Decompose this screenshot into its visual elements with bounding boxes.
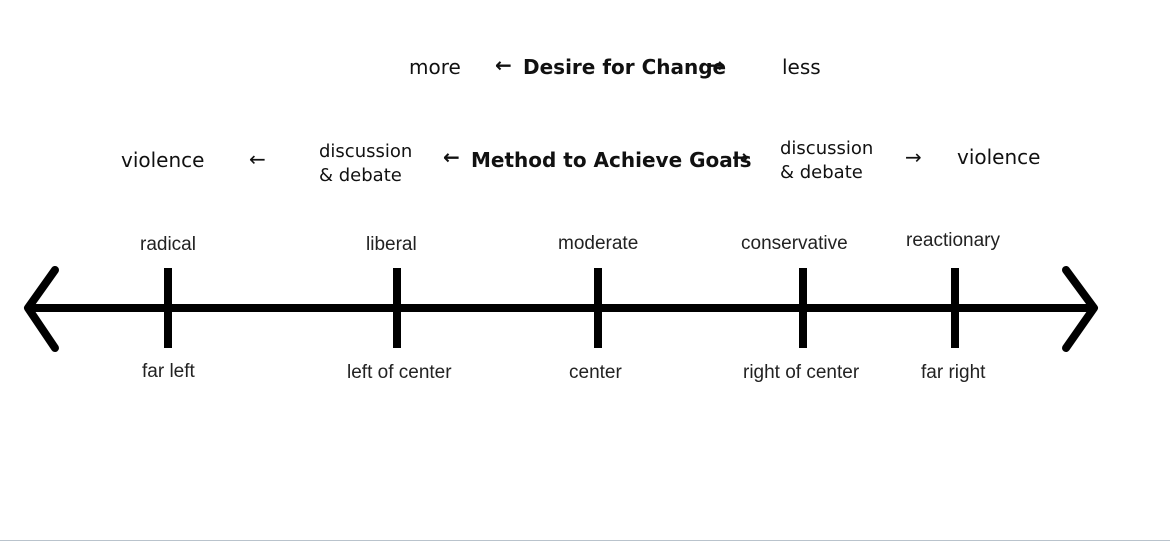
violence-left-label: violence bbox=[121, 148, 205, 172]
label-reactionary: reactionary bbox=[906, 230, 1000, 251]
discussion-left-line2: & debate bbox=[319, 165, 402, 187]
method-to-achieve-goals-title: Method to Achieve Goals bbox=[471, 148, 752, 172]
desire-left-arrow-icon: ← bbox=[495, 53, 512, 77]
right-arrowhead-icon bbox=[1062, 266, 1098, 352]
label-far-right: far right bbox=[921, 362, 986, 383]
violence-right-arrow-icon: → bbox=[905, 145, 922, 169]
discussion-debate-right: discussion & debate bbox=[780, 137, 873, 186]
violence-left-arrow-icon: ← bbox=[249, 147, 266, 171]
discussion-right-line1: discussion bbox=[780, 138, 874, 159]
violence-right-label: violence bbox=[957, 145, 1041, 169]
less-label: less bbox=[782, 55, 821, 79]
method-left-arrow-icon: ← bbox=[443, 145, 460, 169]
more-label: more bbox=[409, 55, 461, 79]
bottom-divider bbox=[0, 540, 1170, 541]
label-far-left: far left bbox=[142, 361, 195, 382]
discussion-right-line2: & debate bbox=[780, 162, 863, 184]
desire-right-arrow-icon: → bbox=[708, 53, 725, 77]
label-left-of-center: left of center bbox=[347, 362, 452, 383]
label-right-of-center: right of center bbox=[743, 362, 860, 383]
label-center: center bbox=[569, 362, 622, 383]
label-conservative: conservative bbox=[741, 233, 848, 254]
left-arrowhead-icon bbox=[24, 266, 59, 352]
label-liberal: liberal bbox=[366, 234, 417, 255]
method-right-arrow-icon: → bbox=[732, 145, 749, 169]
label-moderate: moderate bbox=[558, 233, 639, 254]
desire-for-change-title: Desire for Change bbox=[523, 55, 727, 79]
label-radical: radical bbox=[140, 234, 196, 255]
discussion-left-line1: discussion bbox=[319, 141, 413, 162]
discussion-debate-left: discussion & debate bbox=[319, 140, 412, 189]
